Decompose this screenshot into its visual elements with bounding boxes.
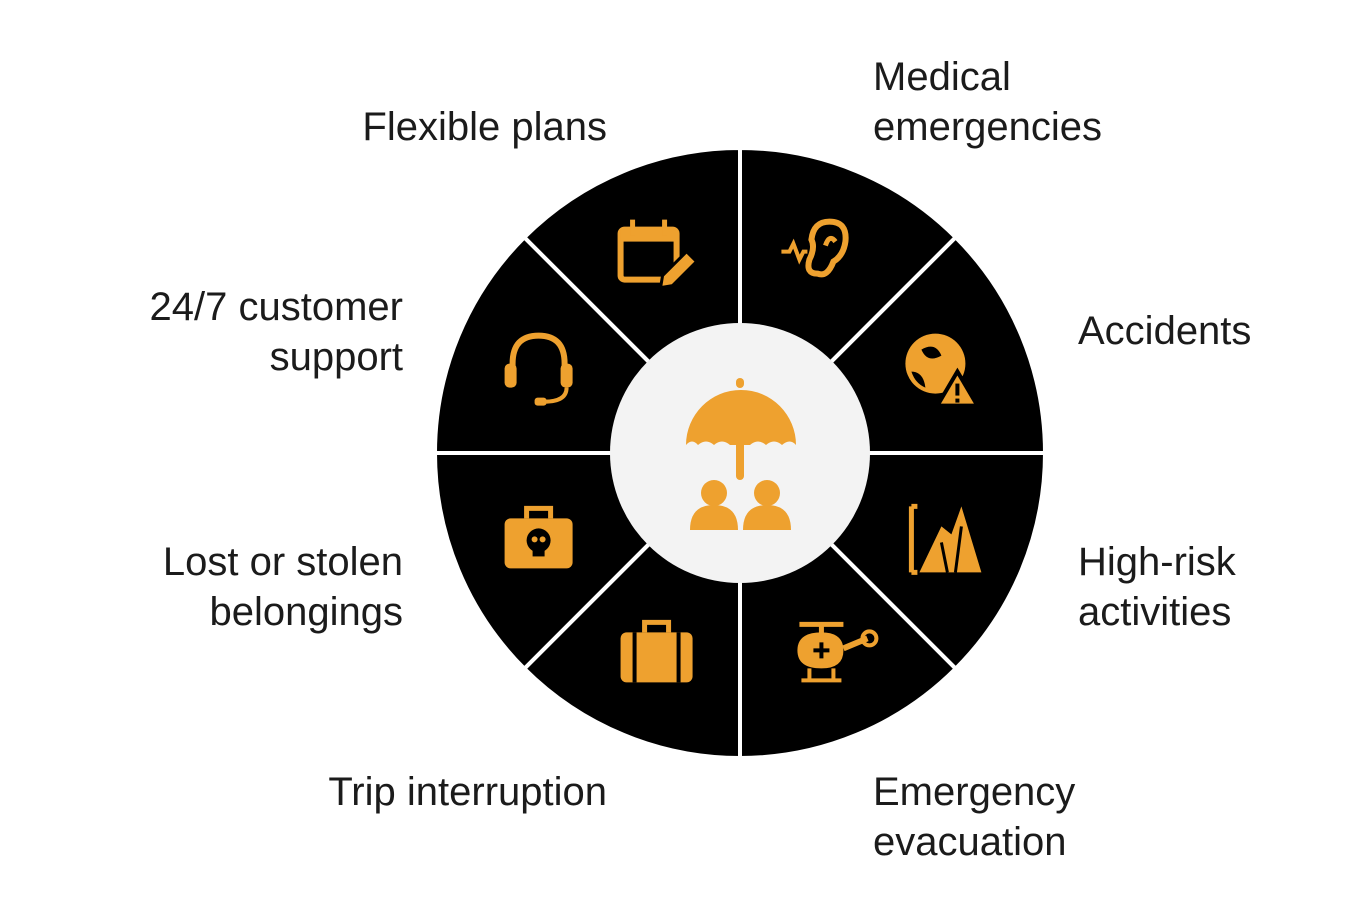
suitcase-icon xyxy=(620,619,693,683)
label-line: activities xyxy=(1078,590,1232,634)
ear-icon xyxy=(781,218,849,278)
label-high-risk-activities: High-risk activities xyxy=(1078,537,1236,637)
umbrella-people-icon xyxy=(686,378,796,530)
label-line: Emergency xyxy=(873,770,1076,814)
label-line: Lost or stolen xyxy=(162,540,403,584)
label-line: belongings xyxy=(209,590,404,634)
label-line: Medical xyxy=(873,55,1011,99)
label-accidents: Accidents xyxy=(1078,306,1251,356)
label-line: Flexible plans xyxy=(362,105,607,149)
label-trip-interruption: Trip interruption xyxy=(328,767,607,817)
calendar-edit-icon xyxy=(617,219,699,290)
label-line: emergencies xyxy=(873,105,1103,149)
label-line: Accidents xyxy=(1078,309,1252,353)
label-line: evacuation xyxy=(873,820,1067,864)
label-medical-emergencies: Medical emergencies xyxy=(873,52,1102,152)
climbing-icon xyxy=(908,503,982,575)
label-line: 24/7 customer xyxy=(149,285,403,329)
label-emergency-evacuation: Emergency evacuation xyxy=(873,767,1075,867)
label-line: support xyxy=(269,335,403,379)
label-line: Trip interruption xyxy=(328,770,607,814)
label-flexible-plans: Flexible plans xyxy=(362,102,607,152)
headset-icon xyxy=(504,332,573,406)
helicopter-icon xyxy=(797,621,879,683)
label-customer-support: 24/7 customer support xyxy=(150,282,403,382)
label-lost-stolen-belongings: Lost or stolen belongings xyxy=(163,537,403,637)
globe-warning-icon xyxy=(905,333,981,408)
label-line: High-risk xyxy=(1078,540,1236,584)
briefcase-skull-icon xyxy=(504,505,573,569)
